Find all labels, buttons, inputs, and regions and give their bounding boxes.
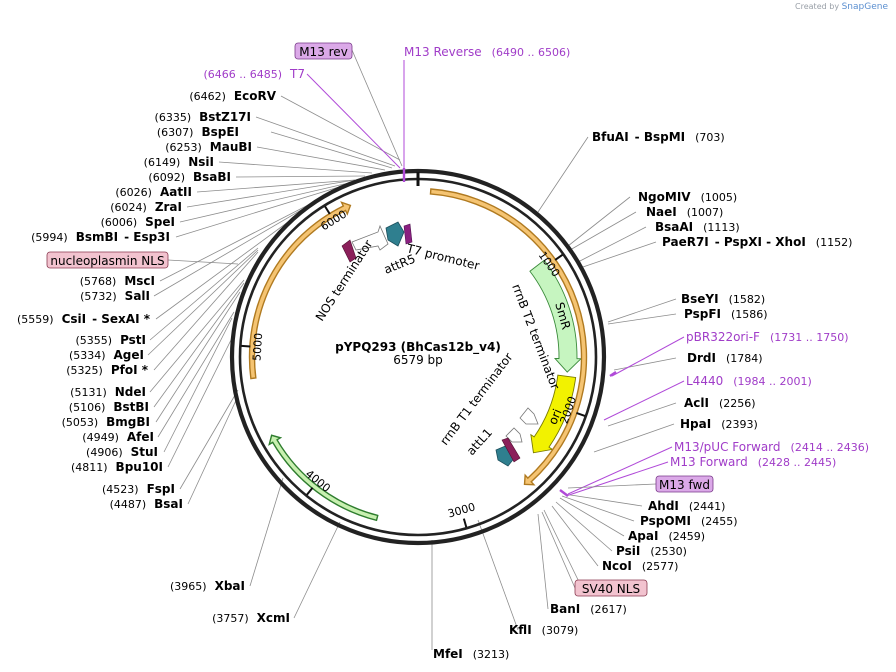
site-psti: (5355)PstI: [75, 333, 146, 347]
tick-mark-2000: [576, 411, 586, 417]
primer-labels: M13 Reverse(6490 .. 6506) (6466 .. 6485)…: [203, 45, 869, 469]
site-stui: (4906)StuI: [86, 445, 158, 459]
boxed-feature-nucleoplasmin-nls: nucleoplasmin NLS: [46, 251, 169, 269]
site-afei: (4949)AfeI: [82, 430, 154, 444]
feature-green-cds: [268, 434, 379, 522]
site-bfuai: BfuAI- BspMI(703): [592, 130, 725, 144]
site-ndei: (5131)NdeI: [70, 385, 146, 399]
inner-features: [341, 168, 617, 497]
primer-pbr322ori-f: pBR322ori-F(1731 .. 1750): [686, 330, 849, 344]
attl1-label: attL1: [464, 426, 495, 458]
plasmid-name: pYPQ293 (BhCas12b_v4): [335, 340, 501, 355]
site-psii: PsiI(2530): [616, 544, 687, 558]
site-naei: NaeI(1007): [646, 205, 723, 219]
site-zrai: (6024)ZraI: [110, 200, 182, 214]
site-bsmbi: (5994)BsmBI- Esp3I: [31, 230, 170, 244]
plasmid-length: 6579 bp: [393, 353, 443, 367]
primer-m13-reverse: M13 Reverse(6490 .. 6506): [404, 45, 570, 59]
primer-leader-lines: [167, 49, 685, 589]
site-bpu10i: (4811)Bpu10I: [71, 460, 163, 474]
site-pspfi: PspFI(1586): [684, 307, 768, 321]
site-bani: BanI(2617): [550, 602, 627, 616]
site-bseyi: BseYI(1582): [681, 292, 765, 306]
right-sites: BfuAI- BspMI(703) NgoMIV(1005) NaeI(1007…: [433, 130, 852, 661]
boxed-feature-m13-rev: M13 rev: [294, 42, 353, 60]
tick-mark-4000: [306, 487, 314, 496]
site-kfli: KflI(3079): [509, 623, 578, 637]
t7-promoter-label: T7 promoter: [404, 241, 481, 273]
m13-fwd-label: M13 fwd: [659, 478, 710, 492]
site-bsai: (4487)BsaI: [110, 497, 183, 511]
feature-ori: [530, 374, 577, 454]
credit-brand: SnapGene: [841, 2, 888, 12]
site-ecorv: (6462)EcoRV: [189, 89, 276, 103]
site-nsii: (6149)NsiI: [144, 155, 214, 169]
feature-SmR: [529, 259, 583, 373]
site-bsabi: (6092)BsaBI: [148, 170, 231, 184]
site-xbai: (3965)XbaI: [170, 579, 245, 593]
feature-label-ori: ori: [546, 407, 565, 427]
feature-cas-cds: [429, 188, 588, 486]
site-drdi: DrdI(1784): [687, 351, 763, 365]
nls-marker: [341, 239, 357, 263]
rrnb-t1-arrow: [505, 427, 523, 443]
t7-promoter-arrow: [403, 223, 413, 245]
tick-label-3000: 3000: [446, 500, 476, 520]
site-paer7i: PaeR7I- PspXI - XhoI(1152): [662, 235, 852, 249]
site-ncoi: NcoI(2577): [602, 559, 678, 573]
site-pfoi: (5325)PfoI *: [66, 363, 148, 377]
tick-mark-6000: [324, 205, 331, 215]
attl1-marker: [501, 437, 521, 463]
site-pspomi: PspOMI(2455): [640, 514, 738, 528]
site-mfei: MfeI(3213): [433, 647, 509, 661]
site-maubi: (6253)MauBI: [165, 140, 252, 154]
site-apai: ApaI(2459): [628, 529, 705, 543]
feature-orange-cds-left: [248, 201, 352, 380]
tick-mark-3000: [462, 518, 468, 528]
site-hpai: HpaI(2393): [680, 417, 758, 431]
primer-m13-puc-forward: M13/pUC Forward(2414 .. 2436): [674, 440, 869, 454]
nos-terminator-arrow: [351, 224, 389, 251]
primer-t7: (6466 .. 6485)T7: [203, 67, 305, 81]
site-csii: (5559)CsiI- SexAI *: [17, 312, 151, 326]
site-bsaai: BsaAI(1113): [655, 220, 740, 234]
attr5-label: attR5: [382, 252, 418, 277]
site-fspi: (4523)FspI: [102, 482, 175, 496]
site-bspei: (6307)BspEI: [157, 125, 239, 139]
sv40-nls-label: SV40 NLS: [582, 582, 640, 596]
left-sites: (6462)EcoRV (6335)BstZ17I (6307)BspEI (6…: [17, 89, 290, 625]
attr5-arrow: [385, 221, 405, 247]
leader-lines: [147, 95, 677, 650]
site-ngomiv: NgoMIV(1005): [638, 190, 737, 204]
site-bstbi: (5106)BstBI: [69, 400, 149, 414]
site-sali: (5732)SalI: [80, 289, 150, 303]
snapgene-credit: Created by SnapGene: [795, 2, 888, 12]
site-ahdi: AhdI(2441): [648, 499, 725, 513]
primer-l4440: L4440(1984 .. 2001): [686, 374, 812, 388]
credit-text: Created by: [795, 2, 840, 11]
site-bmgbi: (5053)BmgBI: [62, 415, 150, 429]
rrnb-t2-arrow: [519, 407, 539, 425]
site-msci: (5768)MscI: [80, 274, 155, 288]
tick-mark-5000: [241, 344, 251, 348]
nucleoplasmin-nls-label: nucleoplasmin NLS: [50, 254, 164, 268]
site-spei: (6006)SpeI: [101, 215, 175, 229]
tick-label-5000: 5000: [250, 333, 265, 362]
site-acli: AclI(2256): [684, 396, 756, 410]
m13-rev-label: M13 rev: [299, 45, 348, 59]
tick-mark-1000: [554, 253, 564, 261]
primer-m13-forward: M13 Forward(2428 .. 2445): [670, 455, 836, 469]
rrnb-t1-terminator-label: rrnB T1 terminator: [437, 350, 515, 448]
boxed-feature-sv40-nls: SV40 NLS: [574, 579, 648, 597]
site-bstz17i: (6335)BstZ17I: [155, 110, 251, 124]
site-aatii: (6026)AatII: [115, 185, 192, 199]
site-xcmi: (3757)XcmI: [212, 611, 290, 625]
site-agei: (5334)AgeI: [69, 348, 144, 362]
boxed-feature-m13-fwd: M13 fwd: [655, 475, 714, 493]
